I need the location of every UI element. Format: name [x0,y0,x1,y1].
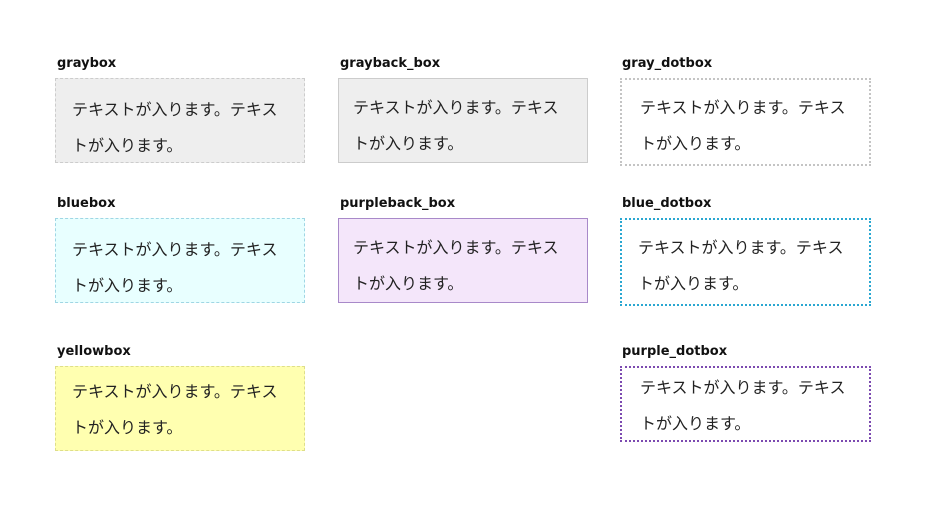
graybox-text-line-2: トが入ります。 [72,136,183,155]
bluebox-text-line-2: トが入ります。 [72,276,183,295]
yellowbox-box: テキストが入ります。テキス トが入ります。 [55,366,305,451]
purpleback-box-box: テキストが入ります。テキス トが入ります。 [338,218,588,303]
purple-dotbox-text-line-2: トが入ります。 [640,414,751,433]
blue-dotbox-text-line-2: トが入ります。 [638,274,749,293]
blue-dotbox-label: blue_dotbox [622,196,712,211]
graybox-box: テキストが入ります。テキス トが入ります。 [55,78,305,163]
purpleback-box-text-line-1: テキストが入ります。テキス [353,238,559,257]
bluebox-label: bluebox [57,196,116,211]
graybox-text-line-1: テキストが入ります。テキス [72,100,278,119]
purple-dotbox-label: purple_dotbox [622,344,728,359]
yellowbox-text-line-2: トが入ります。 [72,418,183,437]
gray-dotbox-text-line-1: テキストが入ります。テキス [640,98,846,117]
purpleback-box-text-line-2: トが入ります。 [353,274,464,293]
gray-dotbox-text-line-2: トが入ります。 [640,134,751,153]
purple-dotbox-text-line-1: テキストが入ります。テキス [640,378,846,397]
grayback-box-label: grayback_box [340,56,441,71]
bluebox-text-line-1: テキストが入ります。テキス [72,240,278,259]
purple-dotbox-box: テキストが入ります。テキス トが入ります。 [620,366,871,442]
gray-dotbox-label: gray_dotbox [622,56,713,71]
yellowbox-text-line-1: テキストが入ります。テキス [72,382,278,401]
grayback-box-text-line-1: テキストが入ります。テキス [353,98,559,117]
grayback-box-text-line-2: トが入ります。 [353,134,464,153]
blue-dotbox-text-line-1: テキストが入ります。テキス [638,238,844,257]
graybox-label: graybox [57,56,117,71]
yellowbox-label: yellowbox [57,344,131,359]
grayback-box-box: テキストが入ります。テキス トが入ります。 [338,78,588,163]
gray-dotbox-box: テキストが入ります。テキス トが入ります。 [620,78,871,166]
blue-dotbox-box: テキストが入ります。テキス トが入ります。 [620,218,871,306]
bluebox-box: テキストが入ります。テキス トが入ります。 [55,218,305,303]
purpleback-box-label: purpleback_box [340,196,456,211]
